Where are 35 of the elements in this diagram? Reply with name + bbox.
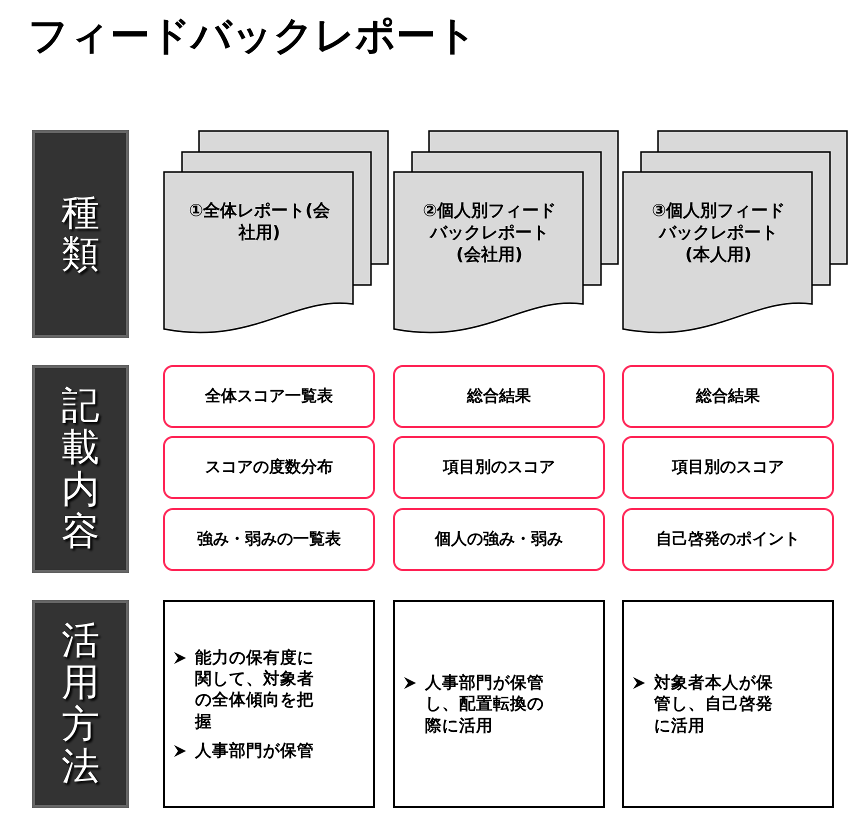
row-header <box>32 130 129 338</box>
content-item-label: 総合結果 <box>467 386 531 407</box>
row-header-label: 種類 <box>62 192 100 276</box>
content-item <box>163 436 375 499</box>
content-item <box>163 508 375 571</box>
document-title: ③個人別フィードバックレポート(本人用) <box>650 200 786 266</box>
page-title: フィードバックレポート <box>28 12 477 61</box>
usage-text: 人事部門が保管 <box>195 740 315 761</box>
usage-text: 人事部門が保管し、配置転換の際に活用 <box>425 672 545 736</box>
row-header-label: 記載内容 <box>62 385 100 553</box>
usage-text: 対象者本人が保管し、自己啓発に活用 <box>654 672 774 736</box>
usage-box <box>163 600 375 808</box>
content-item-label: 強み・弱みの一覧表 <box>197 529 341 550</box>
content-item <box>622 365 834 428</box>
row-header-label: 活用方法 <box>62 620 100 788</box>
row-header <box>32 600 129 808</box>
usage-box <box>622 600 834 808</box>
content-item-label: スコアの度数分布 <box>205 457 333 478</box>
row-header <box>32 365 129 573</box>
usage-box <box>393 600 605 808</box>
document-title: ②個人別フィードバックレポート(会社用) <box>422 200 558 266</box>
content-item <box>622 508 834 571</box>
content-item-label: 全体スコア一覧表 <box>205 386 333 407</box>
content-item-label: 個人の強み・弱み <box>435 529 563 550</box>
content-item <box>622 436 834 499</box>
content-item <box>393 508 605 571</box>
content-item-label: 自己啓発のポイント <box>656 529 800 550</box>
content-item-label: 総合結果 <box>696 386 760 407</box>
content-item <box>393 436 605 499</box>
usage-text: 能力の保有度に関して、対象者の全体傾向を把握 <box>195 647 315 732</box>
content-item <box>393 365 605 428</box>
document-title: ①全体レポート(会社用) <box>188 200 331 244</box>
content-item-label: 項目別のスコア <box>672 457 784 478</box>
content-item-label: 項目別のスコア <box>443 457 555 478</box>
content-item <box>163 365 375 428</box>
